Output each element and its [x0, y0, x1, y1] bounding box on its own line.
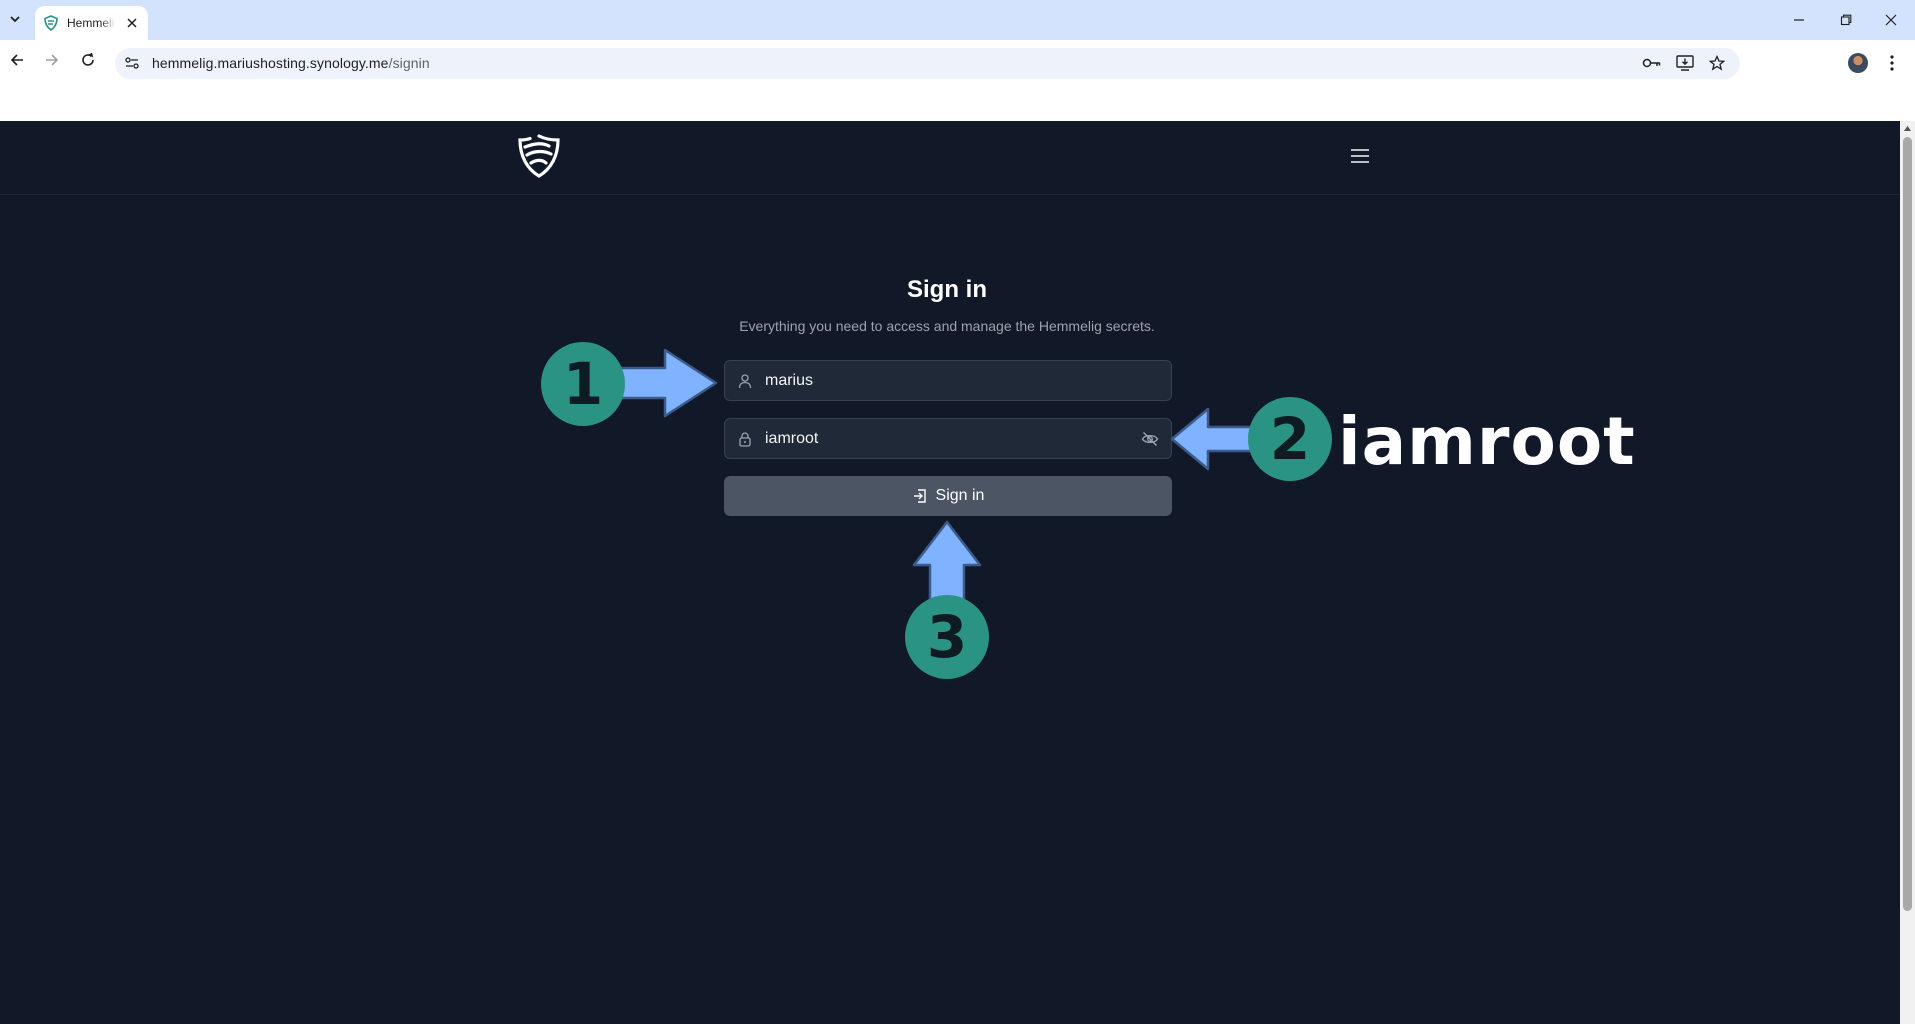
key-icon[interactable]: [1641, 52, 1663, 74]
annotation-arrows: [613, 348, 1254, 605]
browser-infobar-area: [0, 80, 1915, 121]
user-icon: [737, 373, 753, 389]
signin-button-label: Sign in: [935, 487, 985, 504]
password-input[interactable]: [765, 419, 1125, 458]
login-icon: [912, 488, 928, 504]
arrow-up: [912, 520, 982, 605]
site-info-icon[interactable]: [124, 55, 140, 71]
window-close-icon[interactable]: [1879, 8, 1903, 32]
signin-title: Sign in: [907, 276, 987, 303]
arrow-left: [1170, 407, 1254, 471]
close-icon[interactable]: [124, 15, 140, 31]
eye-off-icon[interactable]: [1141, 430, 1159, 448]
browser-tab[interactable]: Hemmelig: [35, 6, 148, 40]
url-text[interactable]: hemmelig.mariushosting.synology.me/signi…: [152, 55, 430, 71]
restore-icon[interactable]: [1834, 8, 1858, 32]
step-badge-1: 1: [541, 342, 625, 426]
signin-button[interactable]: Sign in: [724, 476, 1172, 516]
url-path: /signin: [388, 55, 430, 71]
scrollbar-thumb[interactable]: [1903, 137, 1912, 911]
username-field[interactable]: [724, 360, 1172, 401]
minimize-icon[interactable]: [1787, 8, 1811, 32]
reload-icon[interactable]: [77, 49, 99, 71]
password-callout: iamroot: [1338, 403, 1636, 480]
hemmelig-page: Sign in Everything you need to access an…: [0, 121, 1900, 1024]
hamburger-icon[interactable]: [1347, 143, 1373, 169]
hemmelig-shield-logo[interactable]: [515, 132, 563, 180]
site-header: [0, 121, 1900, 195]
scroll-up-icon[interactable]: [1903, 124, 1912, 133]
more-vert-icon[interactable]: [1882, 53, 1902, 73]
back-icon[interactable]: [6, 49, 28, 71]
tab-title: Hemmelig: [67, 16, 115, 30]
signin-subtitle: Everything you need to access and manage…: [739, 318, 1155, 334]
step-badge-3: 3: [905, 595, 989, 679]
avatar[interactable]: [1848, 53, 1868, 73]
star-icon[interactable]: [1706, 52, 1728, 74]
tab-search-icon[interactable]: [4, 8, 26, 30]
address-bar[interactable]: [115, 48, 1740, 79]
forward-icon[interactable]: [41, 49, 63, 71]
username-input[interactable]: [765, 361, 1125, 400]
install-icon[interactable]: [1674, 52, 1696, 74]
lock-icon: [737, 431, 753, 447]
password-field[interactable]: [724, 418, 1172, 459]
favicon-shield-icon: [43, 15, 59, 31]
arrow-right: [613, 348, 718, 418]
browser-tabstrip: Hemmelig: [0, 0, 1915, 40]
url-host: hemmelig.mariushosting.synology.me: [152, 55, 389, 71]
step-badge-2: 2: [1248, 397, 1332, 481]
